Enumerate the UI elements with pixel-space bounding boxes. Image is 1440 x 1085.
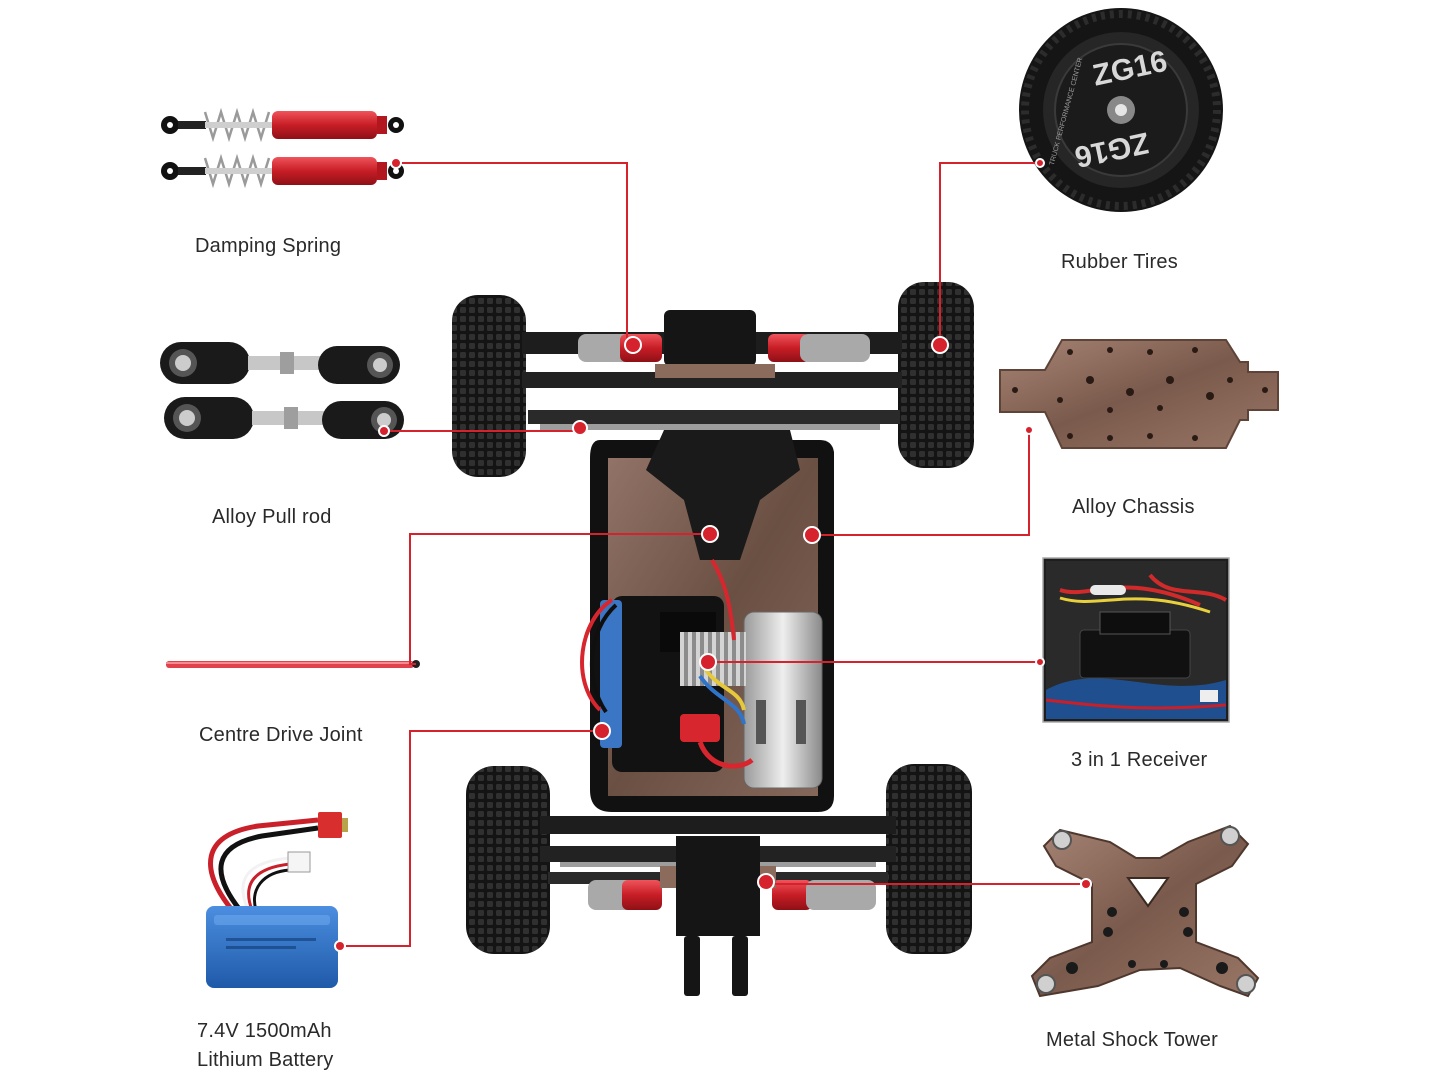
label-receiver: 3 in 1 Receiver: [1071, 749, 1208, 771]
tire-icon: [1019, 8, 1223, 212]
receiver-icon: [1042, 557, 1230, 723]
label-metal-shock-tower: Metal Shock Tower: [1046, 1029, 1218, 1051]
drive-joint-icon: [166, 660, 420, 668]
callout-lines: [340, 162, 1086, 947]
pull-rod-icon: [160, 342, 404, 439]
label-battery-line1: 7.4V 1500mAh: [197, 1020, 332, 1042]
label-battery-line2: Lithium Battery: [197, 1049, 334, 1071]
shock-tower-icon: [1030, 824, 1260, 998]
label-damping-spring: Damping Spring: [195, 235, 342, 257]
callout-dots: [334, 157, 1092, 952]
chassis-plate-icon: [999, 339, 1279, 449]
rc-car-top-view: [452, 282, 974, 996]
damping-spring-icon: [161, 107, 404, 189]
label-alloy-chassis: Alloy Chassis: [1072, 496, 1195, 518]
label-rubber-tires: Rubber Tires: [1061, 251, 1178, 273]
label-centre-drive-joint: Centre Drive Joint: [199, 724, 363, 746]
battery-icon: [206, 812, 348, 988]
label-alloy-pull-rod: Alloy Pull rod: [212, 506, 332, 528]
